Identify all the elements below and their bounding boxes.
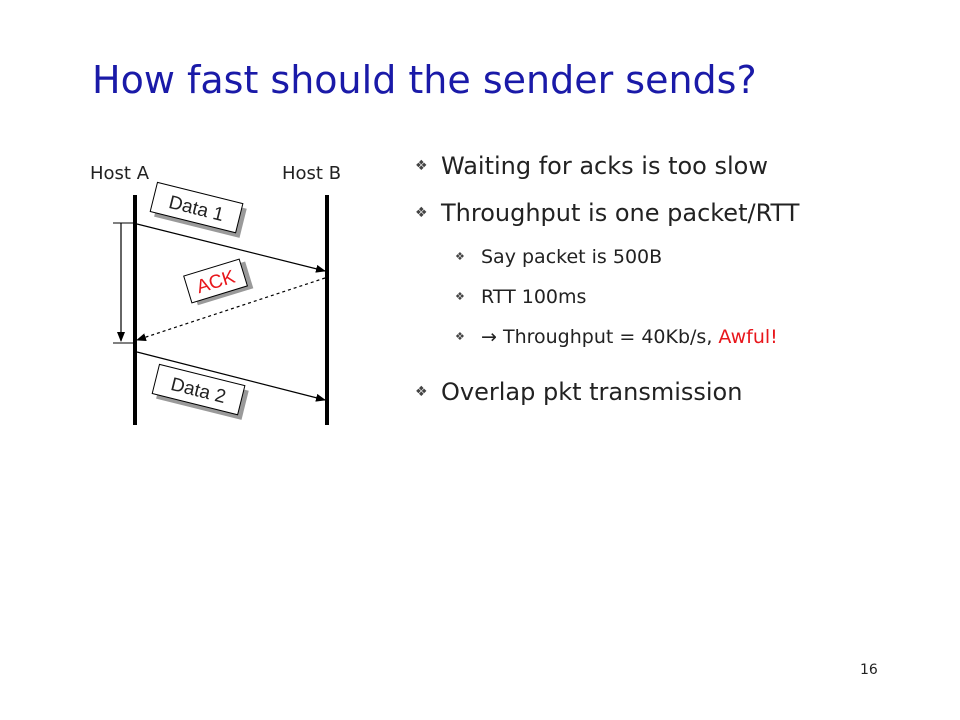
awful-highlight: Awful! [718,326,778,348]
bullet-diamond-icon: ❖ [455,290,465,303]
host-a-label: Host A [90,163,150,184]
slide-title: How fast should the sender sends? [92,58,757,102]
bullet-diamond-icon: ❖ [455,250,465,263]
data1-label: Data 1 [149,181,247,238]
data2-label: Data 2 [151,363,249,420]
ack-arrow [136,277,326,341]
data2-arrow [136,351,326,402]
bullet-diamond-icon: ❖ [415,205,428,221]
host-b-label: Host B [282,163,341,184]
arrow-right-icon: → [481,326,497,348]
ack-label: ACK [183,258,254,306]
data1-arrow [136,223,326,273]
bullet-diamond-icon: ❖ [415,158,428,174]
page-number: 16 [860,662,878,678]
bullet-diamond-icon: ❖ [455,330,465,343]
bullet-diamond-icon: ❖ [415,384,428,400]
